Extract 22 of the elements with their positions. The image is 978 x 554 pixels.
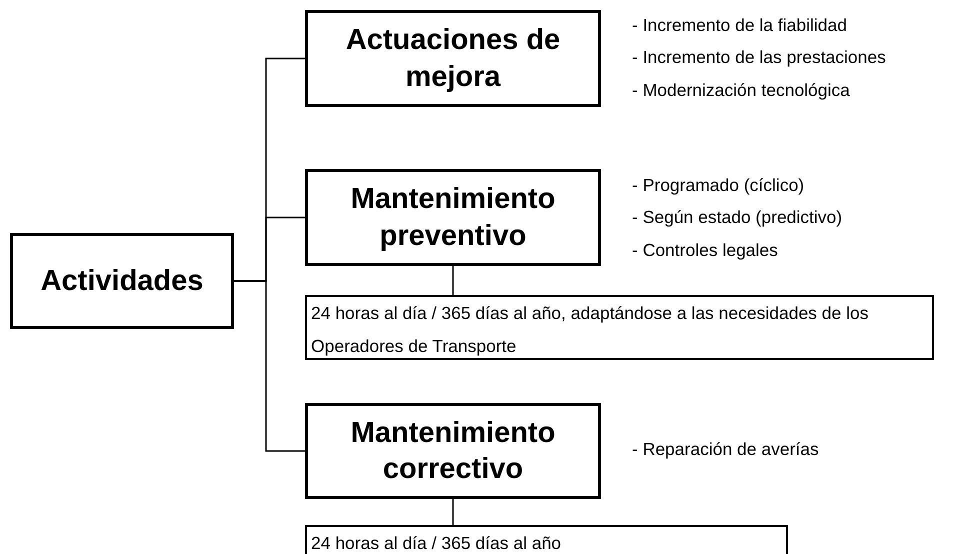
- box-text: 24 horas al día / 365 días al año, adaptándose a las necesidades de los Operadores de Transporte: [311, 303, 868, 356]
- box-text: 24 horas al día / 365 días al año: [311, 533, 562, 553]
- connector-line: [452, 499, 454, 525]
- list-item: - Incremento de las prestaciones: [632, 46, 886, 70]
- note-box: [305, 295, 934, 360]
- list-item: - Modernización tecnológica: [632, 78, 851, 102]
- connector-line: [452, 266, 454, 295]
- category-box: [305, 403, 601, 499]
- list-item: - Incremento de la fiabilidad: [632, 14, 848, 37]
- box-text: Mantenimiento preventivo: [350, 182, 556, 254]
- note-box: [305, 525, 788, 554]
- category-box: [305, 10, 601, 107]
- list-item: - Reparación de averías: [632, 438, 819, 461]
- category-box: [10, 233, 234, 329]
- box-text: Actuaciones de mejora: [344, 23, 562, 94]
- category-box: [305, 169, 601, 266]
- connector-line: [234, 280, 305, 452]
- box-text: Actividades: [40, 264, 204, 299]
- list-item: - Controles legales: [632, 238, 779, 262]
- list-item: - Programado (cíclico): [632, 174, 806, 197]
- list-item: - Según estado (predictivo): [632, 206, 842, 230]
- box-text: Mantenimiento correctivo: [350, 416, 556, 487]
